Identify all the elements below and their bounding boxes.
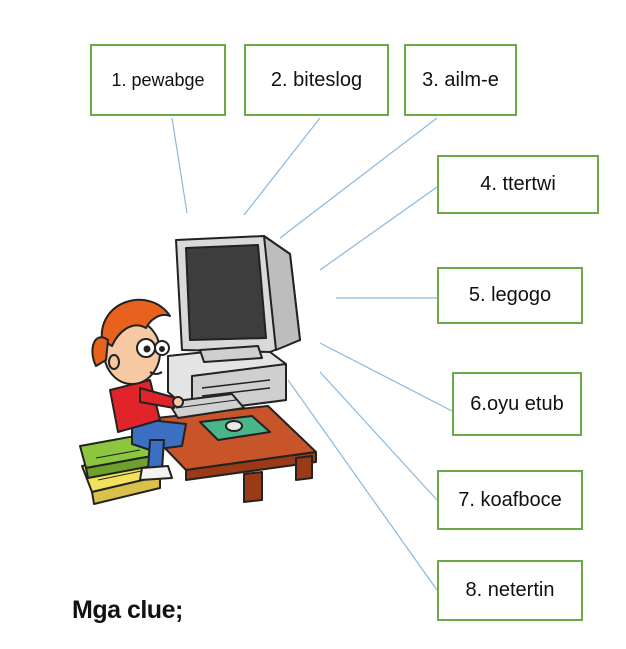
- connector-3: [279, 117, 438, 239]
- clue-box-2: 2. biteslog: [244, 44, 389, 116]
- boy-figure: [91, 299, 187, 481]
- clue-box-1: 1. pewabge: [90, 44, 226, 116]
- mouse-icon: [199, 415, 271, 441]
- clue-label-7: 7. koafboce: [458, 488, 562, 511]
- connector-7: [319, 371, 438, 501]
- clue-box-7: 7. koafboce: [437, 470, 583, 530]
- clue-label-5: 5. legogo: [468, 284, 552, 306]
- connector-2: [243, 117, 321, 216]
- computer-monitor-icon: [175, 235, 301, 363]
- clue-box-6: 6.oyu etub: [452, 372, 582, 436]
- clue-box-8: 8. netertin: [437, 560, 583, 621]
- clue-box-3: 3. ailm-e: [404, 44, 517, 116]
- clue-label-3: 3. ailm-e: [422, 68, 499, 91]
- clue-label-4: 4. ttertwi: [480, 173, 556, 195]
- clue-label-1: 1. pewabge: [111, 69, 205, 90]
- clue-label-8: 8. netertin: [465, 579, 555, 601]
- clues-heading: Mga clue;: [72, 596, 183, 624]
- connector-4: [319, 186, 438, 271]
- clue-label-6: 6.oyu etub: [470, 392, 564, 415]
- clue-box-4: 4. ttertwi: [437, 155, 599, 214]
- keyboard-icon: [167, 393, 245, 419]
- clue-label-2: 2. biteslog: [270, 68, 363, 91]
- connector-8: [287, 379, 438, 591]
- connector-1: [171, 117, 188, 214]
- connector-6: [319, 342, 453, 412]
- clue-box-5: 5. legogo: [437, 267, 583, 324]
